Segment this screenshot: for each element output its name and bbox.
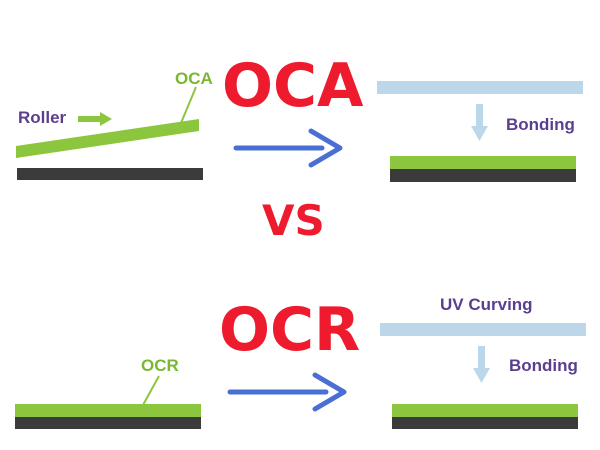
ocr-callout-line — [142, 375, 160, 406]
bonding-arrow-top-icon — [471, 104, 488, 141]
cover-glass-top — [377, 81, 583, 94]
versus-text: VS — [262, 196, 325, 245]
cover-glass-bottom — [380, 323, 586, 336]
oca-layer-right — [390, 156, 576, 169]
uv-curving-label: UV Curving — [440, 295, 533, 314]
substrate-right-bottom — [392, 417, 578, 429]
substrate-right-top — [390, 169, 576, 182]
bonding-arrow-bottom-icon — [473, 346, 490, 383]
roller-arrow-icon — [78, 112, 112, 126]
ocr-callout-label: OCR — [141, 356, 179, 375]
ocr-layer-left — [15, 404, 201, 417]
roller-label: Roller — [18, 108, 67, 127]
substrate-left-top — [17, 168, 203, 180]
oca-heading: OCA — [222, 51, 364, 121]
ocr-layer-right — [392, 404, 578, 417]
process-arrow-top-icon — [233, 128, 343, 168]
substrate-left-bottom — [15, 417, 201, 429]
bonding-label-top: Bonding — [506, 115, 575, 134]
ocr-heading: OCR — [219, 295, 361, 365]
bonding-label-bottom: Bonding — [509, 356, 578, 375]
oca-callout-label: OCA — [175, 69, 213, 88]
oca-callout-line — [180, 86, 197, 124]
oca-film-tilted — [16, 119, 199, 158]
process-arrow-bottom-icon — [227, 372, 347, 412]
